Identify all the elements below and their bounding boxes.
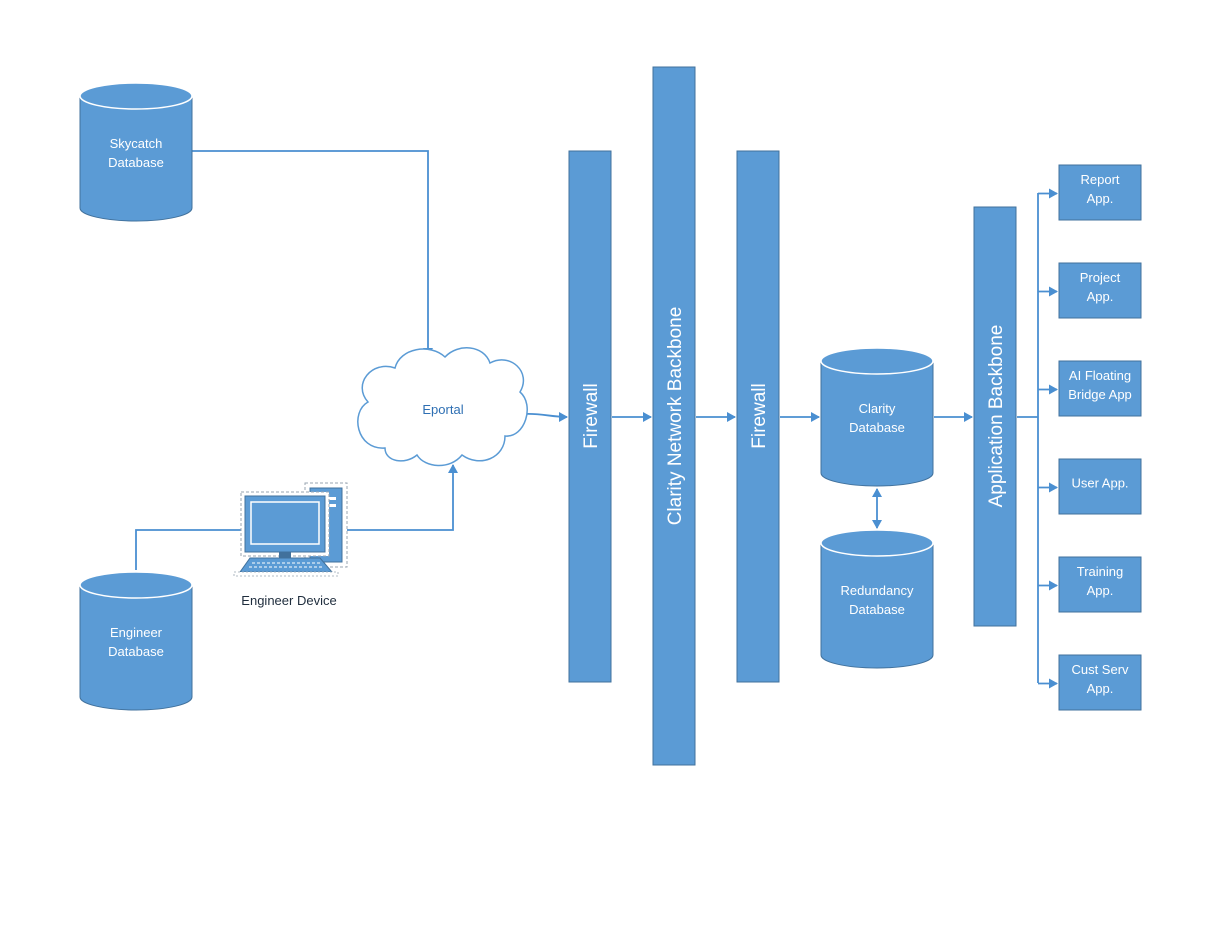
app-box-label-line: App. <box>1087 289 1114 304</box>
database-icon <box>79 96 193 222</box>
eportal-label: Eportal <box>422 402 463 417</box>
database-top <box>79 82 193 110</box>
database-top <box>820 529 934 557</box>
app-box: User App. <box>1058 458 1142 515</box>
app-box-label-line: App. <box>1087 681 1114 696</box>
app-box-label-line: App. <box>1087 583 1114 598</box>
app-box-label-line: Cust Serv <box>1071 662 1129 677</box>
app-box-label-line: Training <box>1077 564 1123 579</box>
engineer-database-label-line: Database <box>108 644 164 659</box>
database-top <box>79 571 193 599</box>
app-box-label-line: AI Floating <box>1069 368 1131 383</box>
application-backbone: Application Backbone <box>973 206 1017 627</box>
firewall-1: Firewall <box>568 150 612 683</box>
engineer-database-label-line: Engineer <box>110 625 163 640</box>
connectors <box>135 150 1058 689</box>
app-box-label-line: Report <box>1080 172 1119 187</box>
eportal-cloud: Eportal <box>357 347 528 467</box>
firewall-1-label: Firewall <box>581 383 602 448</box>
skycatch-database-label-line: Skycatch <box>110 136 163 151</box>
redundancy-database-label-line: Redundancy <box>841 583 914 598</box>
vertical-bars: Firewall Clarity Network Backbone Firewa… <box>568 66 1017 766</box>
app-box-shape <box>1058 458 1142 515</box>
application-backbone-label: Application Backbone <box>986 325 1007 508</box>
engineer-device-label: Engineer Device <box>241 593 336 608</box>
firewall-2-label: Firewall <box>749 383 770 448</box>
app-box-label-line: Bridge App <box>1068 387 1132 402</box>
redundancy-database-label-line: Database <box>849 602 905 617</box>
cloud-icon <box>357 347 528 467</box>
clarity-network-backbone: Clarity Network Backbone <box>652 66 696 766</box>
database-icon <box>820 543 934 669</box>
computer-icon <box>233 482 348 577</box>
app-branches <box>1038 188 1058 689</box>
clarity-database-label-line: Clarity <box>859 401 896 416</box>
app-box-shape <box>1058 360 1142 417</box>
skycatch-database-label-line: Database <box>108 155 164 170</box>
clarity-database-label-line: Database <box>849 420 905 435</box>
connector-skycatch-to-eportal <box>192 150 433 357</box>
app-box-shape <box>1058 262 1142 319</box>
database-icon <box>820 361 934 487</box>
firewall-2: Firewall <box>736 150 780 683</box>
app-box-label-line: User App. <box>1071 476 1128 491</box>
app-box-shape <box>1058 164 1142 221</box>
app-box-label-line: App. <box>1087 191 1114 206</box>
app-box-label-line: Project <box>1080 270 1121 285</box>
database-top <box>820 347 934 375</box>
engineer-device: Engineer Device <box>233 482 348 608</box>
connector-eportal-to-firewall-1 <box>523 411 568 422</box>
app-box-shape <box>1058 654 1142 711</box>
clarity-network-backbone-label: Clarity Network Backbone <box>665 307 686 526</box>
database-icon <box>79 585 193 711</box>
app-box-shape <box>1058 556 1142 613</box>
